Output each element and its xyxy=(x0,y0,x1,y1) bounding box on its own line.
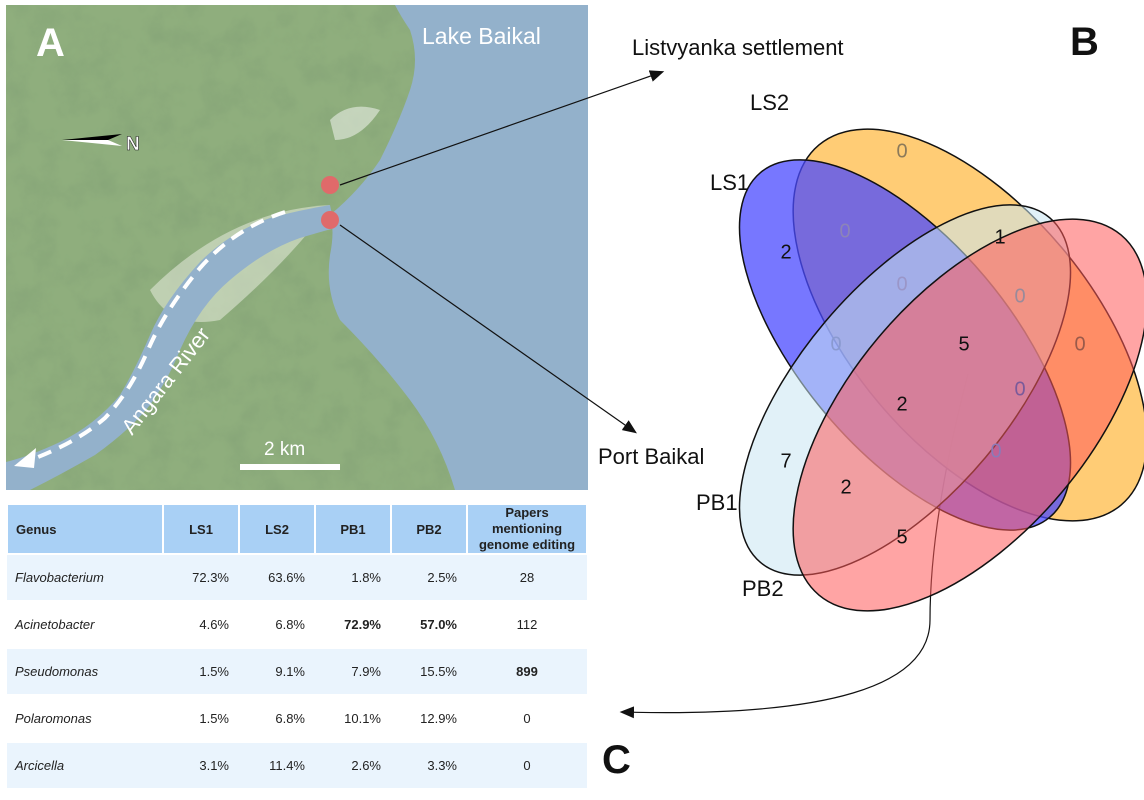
map-panel xyxy=(6,5,588,490)
venn-count-ls1-pb1: 0 xyxy=(830,333,841,355)
venn-count-ls2-only: 0 xyxy=(896,140,907,162)
cell-pb1: 72.9% xyxy=(315,600,391,648)
cell-papers: 112 xyxy=(467,600,587,648)
venn-count-ls1-only: 2 xyxy=(780,241,791,263)
table-row: Arcicella 3.1% 11.4% 2.6% 3.3% 0 xyxy=(7,741,587,788)
cell-ls2: 6.8% xyxy=(239,600,315,648)
cell-papers: 0 xyxy=(467,694,587,742)
cell-pb1: 7.9% xyxy=(315,647,391,695)
venn-count-pb2-ls2: 0 xyxy=(1074,333,1085,355)
cell-ls1: 1.5% xyxy=(163,694,239,742)
flow-direction-arrow xyxy=(24,210,286,464)
cell-ls2: 63.6% xyxy=(239,553,315,601)
cell-genus: Polaromonas xyxy=(7,694,163,742)
arrow-to-port-baikal xyxy=(339,224,637,434)
cell-ls2: 6.8% xyxy=(239,694,315,742)
angara-river xyxy=(6,205,335,490)
flow-arrowhead xyxy=(14,448,36,468)
table-row: Acinetobacter 4.6% 6.8% 72.9% 57.0% 112 xyxy=(7,600,587,648)
panel-letter-b: B xyxy=(1070,20,1099,64)
cell-ls1: 72.3% xyxy=(163,553,239,601)
cell-genus: Acinetobacter xyxy=(7,600,163,648)
site-label-listvyanka: Listvyanka settlement xyxy=(632,35,844,60)
venn-count-ls2-pb1-pb2: 0 xyxy=(1014,285,1025,307)
cell-pb1: 1.8% xyxy=(315,553,391,601)
venn-diagram: LS2 LS1 PB1 PB2 0 0 1 2 0 0 0 0 5 2 0 7 … xyxy=(696,90,1144,612)
venn-label-pb1: PB1 xyxy=(696,490,738,515)
site-label-port-baikal: Port Baikal xyxy=(598,444,704,469)
scale-label: 2 km xyxy=(264,439,305,460)
arrow-to-listvyanka xyxy=(339,70,665,186)
venn-count-ls1-pb1-pb2: 2 xyxy=(896,393,907,415)
venn-count-ls1-ls2-pb1: 0 xyxy=(896,273,907,295)
header-papers: Papers mentioning genome editing xyxy=(466,503,588,555)
cell-papers: 899 xyxy=(467,647,587,695)
panel-letter-a: A xyxy=(36,21,65,65)
north-arrow-icon: N xyxy=(62,134,140,155)
cell-ls2: 11.4% xyxy=(239,741,315,788)
table-row: Polaromonas 1.5% 6.8% 10.1% 12.9% 0 xyxy=(7,694,587,742)
venn-label-ls1: LS1 xyxy=(710,170,749,195)
header-genus: Genus xyxy=(6,503,164,555)
cell-pb2: 57.0% xyxy=(391,600,467,648)
cell-pb2: 2.5% xyxy=(391,553,467,601)
north-label: N xyxy=(126,134,140,155)
cell-ls1: 4.6% xyxy=(163,600,239,648)
cell-pb2: 12.9% xyxy=(391,694,467,742)
venn-set-pb2 xyxy=(792,218,1144,612)
genus-abundance-table: Genus LS1 LS2 PB1 PB2 Papers mentioning … xyxy=(6,503,588,788)
venn-count-pb1-only: 7 xyxy=(780,450,791,472)
panel-letter-c: C xyxy=(602,738,631,782)
cell-papers: 28 xyxy=(467,553,587,601)
cell-ls2: 9.1% xyxy=(239,647,315,695)
venn-label-pb2: PB2 xyxy=(742,576,784,601)
venn-count-pb2-only: 5 xyxy=(896,526,907,548)
venn-count-all-four: 5 xyxy=(958,333,969,355)
site-marker-listvyanka xyxy=(321,176,339,194)
lake-label: Lake Baikal xyxy=(422,23,541,49)
cell-pb1: 10.1% xyxy=(315,694,391,742)
genus-table-panel: Genus LS1 LS2 PB1 PB2 Papers mentioning … xyxy=(6,503,588,788)
venn-count-ls2-pb1: 1 xyxy=(994,226,1005,248)
cell-papers: 0 xyxy=(467,741,587,788)
venn-count-ls1-ls2: 0 xyxy=(839,220,850,242)
header-ls1: LS1 xyxy=(162,503,240,555)
table-row: Flavobacterium 72.3% 63.6% 1.8% 2.5% 28 xyxy=(7,553,587,601)
cell-genus: Pseudomonas xyxy=(7,647,163,695)
lake-water xyxy=(328,5,588,490)
header-pb2: PB2 xyxy=(390,503,468,555)
header-pb1: PB1 xyxy=(314,503,392,555)
cell-genus: Flavobacterium xyxy=(7,553,163,601)
cell-ls1: 1.5% xyxy=(163,647,239,695)
site-marker-port-baikal xyxy=(321,211,339,229)
cell-pb2: 15.5% xyxy=(391,647,467,695)
cell-pb1: 2.6% xyxy=(315,741,391,788)
venn-count-ls1-ls2-pb2: 0 xyxy=(1014,378,1025,400)
clearing-patch xyxy=(330,106,380,140)
cell-pb2: 3.3% xyxy=(391,741,467,788)
cell-ls1: 3.1% xyxy=(163,741,239,788)
table-header-row: Genus LS1 LS2 PB1 PB2 Papers mentioning … xyxy=(6,503,588,555)
scale-bar: 2 km xyxy=(240,439,340,470)
venn-label-ls2: LS2 xyxy=(750,90,789,115)
cell-genus: Arcicella xyxy=(7,741,163,788)
venn-count-pb1-pb2: 2 xyxy=(840,476,851,498)
table-row: Pseudomonas 1.5% 9.1% 7.9% 15.5% 899 xyxy=(7,647,587,695)
venn-count-ls1-pb2: 0 xyxy=(990,440,1001,462)
header-ls2: LS2 xyxy=(238,503,316,555)
